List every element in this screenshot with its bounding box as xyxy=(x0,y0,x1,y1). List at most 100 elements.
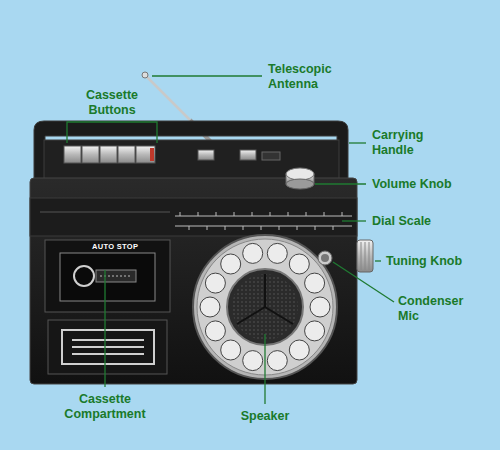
top-deck xyxy=(198,150,214,160)
speaker xyxy=(305,321,325,341)
dial-scale xyxy=(175,216,352,217)
speaker xyxy=(205,273,225,293)
dial-scale xyxy=(252,212,253,216)
speaker xyxy=(267,351,287,371)
dial-scale xyxy=(333,226,334,230)
speaker xyxy=(267,243,287,263)
volume-knob xyxy=(286,168,314,180)
speaker xyxy=(232,274,298,340)
speaker xyxy=(289,340,309,360)
top-deck xyxy=(100,146,117,163)
tuning-knob xyxy=(357,240,373,272)
leader-lines xyxy=(375,260,381,261)
carrying-handle xyxy=(34,121,348,182)
callout-label: Tuning Knob xyxy=(386,254,486,269)
tuning-knob xyxy=(369,242,370,270)
speaker xyxy=(221,254,241,274)
dial-scale xyxy=(216,212,217,216)
speaker xyxy=(227,269,303,345)
dial-scale xyxy=(175,226,352,227)
top-deck xyxy=(150,148,154,161)
cassette-compartment xyxy=(72,339,144,341)
leader-lines xyxy=(104,270,105,387)
dial-scale xyxy=(207,226,208,230)
leader-lines xyxy=(349,142,366,143)
leader-lines xyxy=(67,122,157,143)
top-deck xyxy=(64,146,81,163)
volume-knob xyxy=(286,179,314,189)
cassette-compartment xyxy=(96,270,136,282)
speaker xyxy=(310,297,330,317)
cassette-compartment xyxy=(62,330,154,364)
speaker xyxy=(205,321,225,341)
speaker xyxy=(265,307,293,324)
antenna xyxy=(146,76,190,120)
speaker xyxy=(289,254,309,274)
cassette-compartment xyxy=(48,320,167,374)
tuning-knob xyxy=(365,242,366,270)
condenser-mic xyxy=(318,251,332,265)
speaker xyxy=(264,274,266,307)
dial-scale xyxy=(279,226,280,230)
top-deck xyxy=(44,140,339,182)
dial-scale xyxy=(243,226,244,230)
radio-body xyxy=(30,178,357,384)
dial-scale xyxy=(270,212,271,216)
leader-lines xyxy=(333,262,394,302)
cassette-compartment xyxy=(45,240,170,312)
callout-label: Volume Knob xyxy=(372,177,492,192)
speaker xyxy=(243,243,263,263)
dial-scale xyxy=(261,226,262,230)
dial-scale xyxy=(198,212,199,216)
callout-label: Speaker xyxy=(230,409,300,424)
speaker xyxy=(221,340,241,360)
top-deck xyxy=(44,140,339,182)
radio-body xyxy=(30,198,357,236)
leader-lines xyxy=(315,183,366,184)
dial-scale xyxy=(342,212,343,216)
speaker xyxy=(200,297,220,317)
radio-body xyxy=(40,212,170,213)
cassette-compartment xyxy=(45,240,170,374)
cassette-compartment xyxy=(72,353,144,355)
callout-label: Condenser Mic xyxy=(398,294,478,324)
dial-scale xyxy=(175,212,352,230)
dial-scale xyxy=(324,212,325,216)
speaker xyxy=(243,351,263,371)
condenser-mic xyxy=(321,254,329,262)
dial-scale xyxy=(180,212,181,216)
speaker xyxy=(305,273,325,293)
dial-scale xyxy=(315,226,316,230)
leader-lines xyxy=(67,76,394,404)
dial-scale xyxy=(306,212,307,216)
antenna xyxy=(142,72,148,78)
leader-lines xyxy=(264,334,265,404)
dial-scale xyxy=(225,226,226,230)
callout-label: Cassette Buttons xyxy=(77,88,147,118)
volume-knob xyxy=(286,168,314,189)
panel-text: AUTO STOP xyxy=(92,242,162,251)
top-deck xyxy=(240,150,256,160)
condenser-mic xyxy=(318,251,332,265)
dial-scale xyxy=(297,226,298,230)
callout-label: Telescopic Antenna xyxy=(268,62,358,92)
callout-label: Dial Scale xyxy=(372,214,492,229)
tuning-knob xyxy=(357,240,373,272)
cassette-compartment xyxy=(60,253,155,301)
top-deck xyxy=(262,152,280,160)
cassette-compartment xyxy=(72,346,144,348)
top-deck xyxy=(82,146,99,163)
carrying-handle xyxy=(34,121,348,182)
callout-label: Cassette Compartment xyxy=(55,392,155,422)
dial-scale xyxy=(189,226,190,230)
dial-scale xyxy=(288,212,289,216)
leader-lines xyxy=(342,220,366,221)
callout-label: Carrying Handle xyxy=(372,128,452,158)
leader-lines xyxy=(152,75,262,76)
radio-body xyxy=(30,178,357,384)
cassette-compartment xyxy=(74,266,94,286)
dial-scale xyxy=(234,212,235,216)
speaker xyxy=(237,307,265,324)
tuning-knob xyxy=(361,242,362,270)
